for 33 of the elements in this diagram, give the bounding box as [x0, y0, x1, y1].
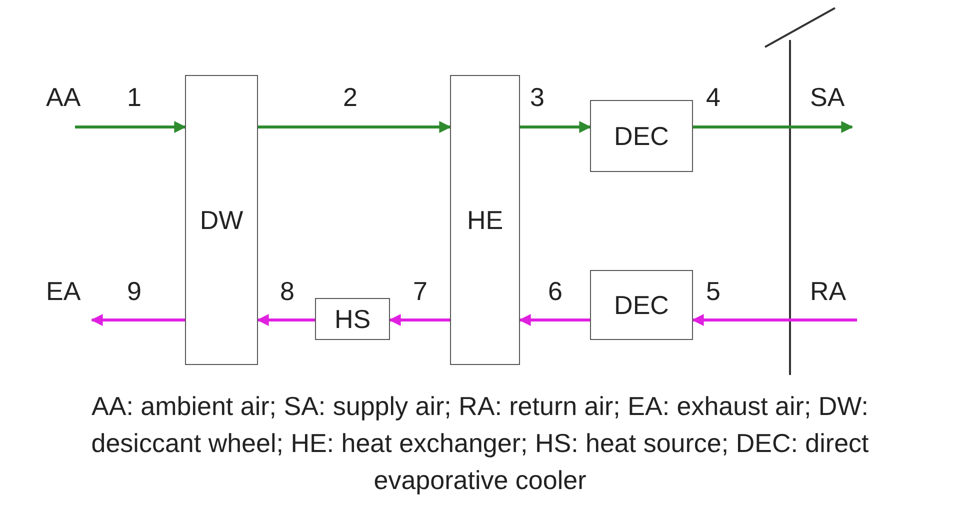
box-label: DEC: [614, 120, 669, 152]
arrow: [256, 314, 315, 326]
caption: AA: ambient air; SA: supply air; RA: return air; EA: exhaust air; DW: desiccant wheel; HE: heat exchanger; HS: heat source; DEC: direct evaporative cooler: [90, 390, 870, 497]
flow-label: 4: [706, 82, 720, 113]
process-box: [450, 75, 520, 365]
flow-label: AA: [46, 82, 81, 113]
box-label: DW: [200, 204, 244, 236]
box-label: HS: [334, 304, 371, 334]
process-box: [590, 100, 693, 172]
flow-label: 1: [127, 82, 142, 113]
flow-label: 3: [530, 82, 544, 113]
flow-label: 6: [548, 276, 562, 307]
box-label: DEC: [614, 290, 669, 320]
arrow: [692, 314, 857, 326]
arrow: [75, 121, 186, 133]
flow-label: 9: [127, 276, 142, 307]
arrow: [90, 314, 185, 326]
box-label: HE: [466, 204, 504, 236]
arrow: [520, 121, 592, 133]
process-box: [185, 75, 258, 365]
flow-label: 2: [343, 82, 358, 113]
flow-label: 8: [280, 276, 294, 307]
flow-label: SA: [810, 82, 845, 113]
arrow: [258, 121, 452, 133]
arrow: [518, 314, 590, 326]
arrow: [388, 314, 450, 326]
flow-label: RA: [810, 276, 846, 307]
flow-label: EA: [46, 276, 81, 307]
process-box: [590, 270, 693, 340]
flow-label: 7: [413, 276, 428, 307]
arrow: [693, 121, 854, 133]
flow-label: 5: [706, 276, 720, 307]
process-box: [315, 298, 390, 340]
